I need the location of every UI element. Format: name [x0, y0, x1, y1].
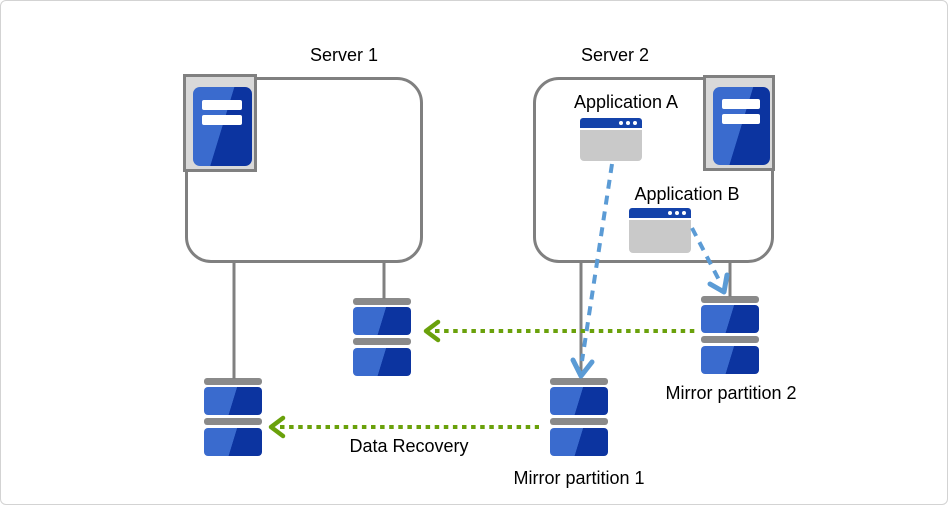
disk-segment: [550, 428, 608, 456]
disk-segment: [353, 348, 411, 376]
data-recovery-label: Data Recovery: [349, 436, 469, 456]
disk-segment: [353, 307, 411, 335]
disk-segment: [204, 428, 262, 456]
disk-segment: [701, 305, 759, 333]
server1-disk-left: [204, 378, 262, 456]
down-arrowhead-icon: [570, 357, 595, 379]
application-b-label: Application B: [634, 184, 740, 204]
disk-segment: [550, 387, 608, 415]
server1-title: Server 1: [309, 45, 379, 65]
app-window-body: [580, 130, 642, 161]
disk-cap: [701, 336, 759, 343]
data-recovery-arrow: [268, 415, 539, 439]
app-window-titlebar: [629, 208, 691, 218]
disk-cap: [204, 378, 262, 385]
server2-title: Server 2: [580, 45, 650, 65]
server-tower-body: [193, 87, 252, 166]
server-drive-slot: [722, 114, 760, 124]
disk-cap: [701, 296, 759, 303]
mirror-partition-2-disk: [701, 296, 759, 374]
server-drive-slot: [202, 100, 242, 110]
window-buttons-icon: [619, 121, 637, 125]
server-tower-icon: [183, 74, 257, 172]
server-drive-slot: [202, 115, 242, 125]
green-dotted-arrow-top: [423, 319, 698, 343]
app-window-icon: [629, 208, 691, 253]
app-window-icon: [580, 118, 642, 161]
window-buttons-icon: [668, 211, 686, 215]
server-tower-icon: [703, 75, 775, 171]
mirror-partition-2-label: Mirror partition 2: [665, 383, 797, 403]
down-right-arrowhead-icon: [707, 272, 730, 295]
disk-cap: [550, 418, 608, 425]
left-arrowhead-icon: [423, 319, 441, 343]
disk-cap: [353, 338, 411, 345]
server-tower-body: [713, 87, 770, 165]
mirror-partition-1-label: Mirror partition 1: [513, 468, 645, 488]
disk-cap: [204, 418, 262, 425]
server1-disk-right: [353, 298, 411, 376]
app-window-titlebar: [580, 118, 642, 128]
disk-cap: [550, 378, 608, 385]
application-a-label: Application A: [573, 92, 679, 112]
left-arrowhead-icon: [268, 415, 286, 439]
server-drive-slot: [722, 99, 760, 109]
disk-cap: [353, 298, 411, 305]
mirror-partition-1-disk: [550, 378, 608, 456]
disk-segment: [701, 346, 759, 374]
app-window-body: [629, 220, 691, 253]
disk-segment: [204, 387, 262, 415]
